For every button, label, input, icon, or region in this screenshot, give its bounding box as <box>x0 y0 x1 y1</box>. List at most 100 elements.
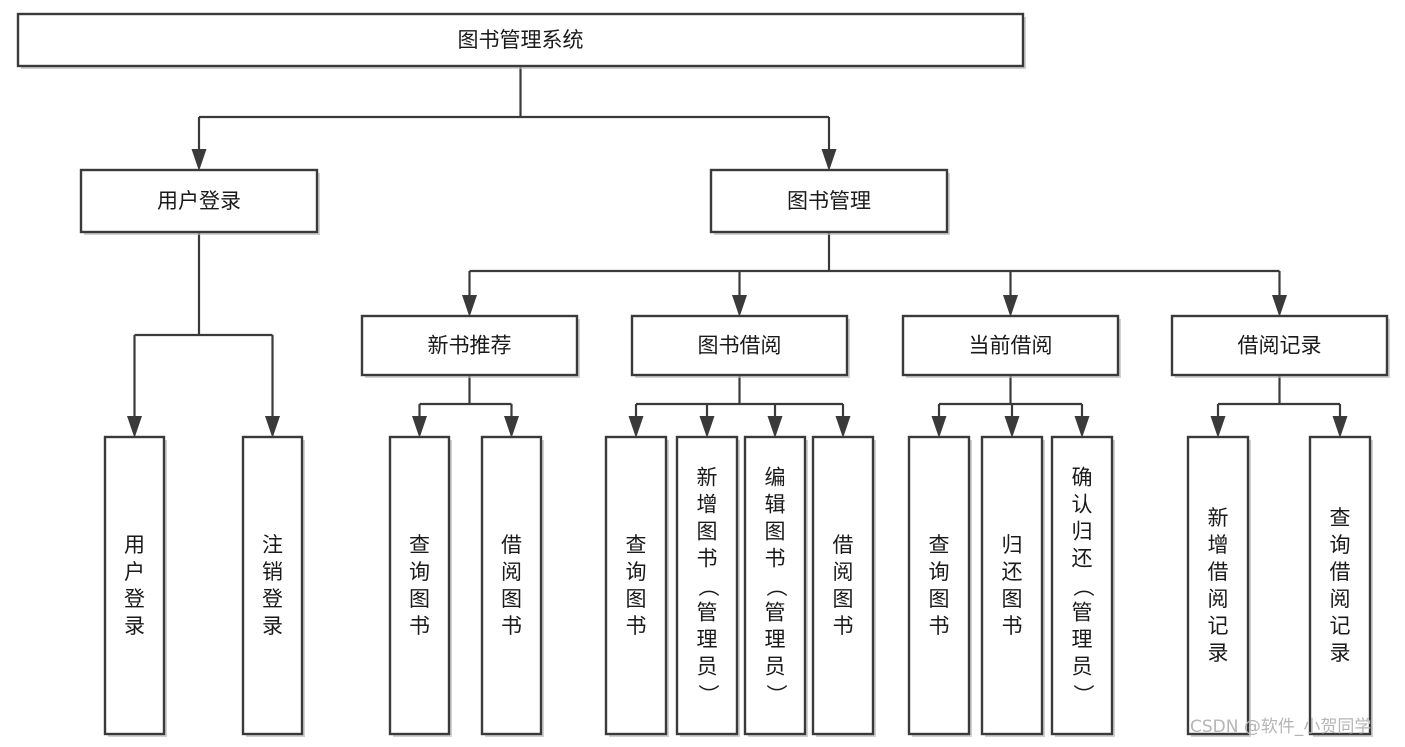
edge-group-l3_1 <box>628 375 851 438</box>
node-label-char: 阅 <box>501 560 522 584</box>
arrow-head <box>1332 416 1348 438</box>
node-rect[interactable] <box>743 435 807 736</box>
node-label-char: 书 <box>929 614 950 638</box>
node-rect[interactable] <box>811 435 875 736</box>
node-rect[interactable] <box>604 435 668 736</box>
node-label-char: 查 <box>1330 506 1351 530</box>
node-rect[interactable] <box>1308 435 1372 736</box>
node-label-char: 管 <box>1072 601 1093 625</box>
node-label-char: 确 <box>1072 466 1093 490</box>
node-label-char: 书 <box>501 614 522 638</box>
node-label-char: （ <box>764 576 788 597</box>
node-l3_1[interactable]: 图书借阅 <box>630 314 850 378</box>
node-rect[interactable] <box>241 435 304 736</box>
node-label-char: 借 <box>833 533 854 557</box>
arrow-head <box>732 295 747 317</box>
node-l3_2[interactable]: 当前借阅 <box>901 314 1121 378</box>
node-label-char: 书 <box>765 547 786 571</box>
node-rect[interactable] <box>1186 435 1250 736</box>
node-label-char: 询 <box>409 560 430 584</box>
node-label-char: 借 <box>501 533 522 557</box>
node-label-char: 增 <box>1208 533 1229 557</box>
arrow-head <box>265 416 280 438</box>
node-label-char: 录 <box>124 614 145 638</box>
node-l3_0[interactable]: 新书推荐 <box>360 314 580 378</box>
node-label-char: 查 <box>929 533 950 557</box>
arrow-head <box>504 416 519 438</box>
node-label-char: 理 <box>765 628 786 652</box>
node-label-char: 用 <box>124 533 145 557</box>
edge-group-root <box>191 66 837 171</box>
node-l2_0[interactable]: 用户登录 <box>79 168 320 235</box>
node-label-char: 管 <box>765 601 786 625</box>
node-label-char: 书 <box>833 614 854 638</box>
node-rect[interactable] <box>907 435 971 736</box>
node-label-char: 归 <box>1002 533 1023 557</box>
node-rect[interactable] <box>388 435 451 736</box>
node-label-char: 查 <box>626 533 647 557</box>
node-label-char: 阅 <box>1330 587 1351 611</box>
node-label-char: 录 <box>1208 641 1229 665</box>
node-label-char: 图 <box>929 587 950 611</box>
arrow-head <box>191 149 207 171</box>
arrow-head <box>931 416 947 438</box>
node-rect[interactable] <box>103 435 166 736</box>
node-rect[interactable] <box>360 314 579 377</box>
node-label-char: 录 <box>1330 641 1351 665</box>
node-label-char: 询 <box>1330 533 1351 557</box>
node-rect[interactable] <box>675 435 739 736</box>
arrow-head <box>699 416 715 438</box>
node-label-char: 图 <box>765 520 786 544</box>
node-label-char: 记 <box>1330 614 1351 638</box>
node-rect[interactable] <box>630 314 849 377</box>
node-rect[interactable] <box>79 168 319 234</box>
node-rect[interactable] <box>709 168 949 234</box>
node-label-char: 借 <box>1208 560 1229 584</box>
node-label-char: 阅 <box>833 560 854 584</box>
node-rect[interactable] <box>480 435 543 736</box>
node-label-char: 图 <box>626 587 647 611</box>
node-label-char: 编 <box>765 466 786 490</box>
node-label-char: 书 <box>697 547 718 571</box>
node-label-char: 认 <box>1072 493 1093 517</box>
node-rect[interactable] <box>1050 435 1114 736</box>
node-l3_3[interactable]: 借阅记录 <box>1170 314 1390 378</box>
node-rect[interactable] <box>901 314 1120 377</box>
node-rect[interactable] <box>16 12 1025 68</box>
node-label-char: 理 <box>697 628 718 652</box>
node-label-char: 图 <box>1002 587 1023 611</box>
node-label-char: ） <box>696 684 720 705</box>
arrow-head <box>127 416 142 438</box>
node-label: 用户登录 <box>124 533 145 638</box>
node-label-char: 书 <box>626 614 647 638</box>
csdn-watermark: CSDN @软件_小贺同学 <box>1190 717 1371 737</box>
node-leaf_0[interactable]: 用户登录 <box>103 435 167 737</box>
edge-group-l3_2 <box>931 375 1090 438</box>
connectors-layer <box>127 66 1348 438</box>
node-rect[interactable] <box>1170 314 1389 377</box>
node-label-char: 注 <box>262 533 283 557</box>
node-label-char: 图 <box>409 587 430 611</box>
node-root[interactable]: 图书管理系统 <box>16 12 1026 69</box>
edge-group-l2_0 <box>127 232 280 438</box>
node-label-char: 登 <box>124 587 145 611</box>
node-rect[interactable] <box>980 435 1044 736</box>
node-l2_1[interactable]: 图书管理 <box>709 168 950 235</box>
